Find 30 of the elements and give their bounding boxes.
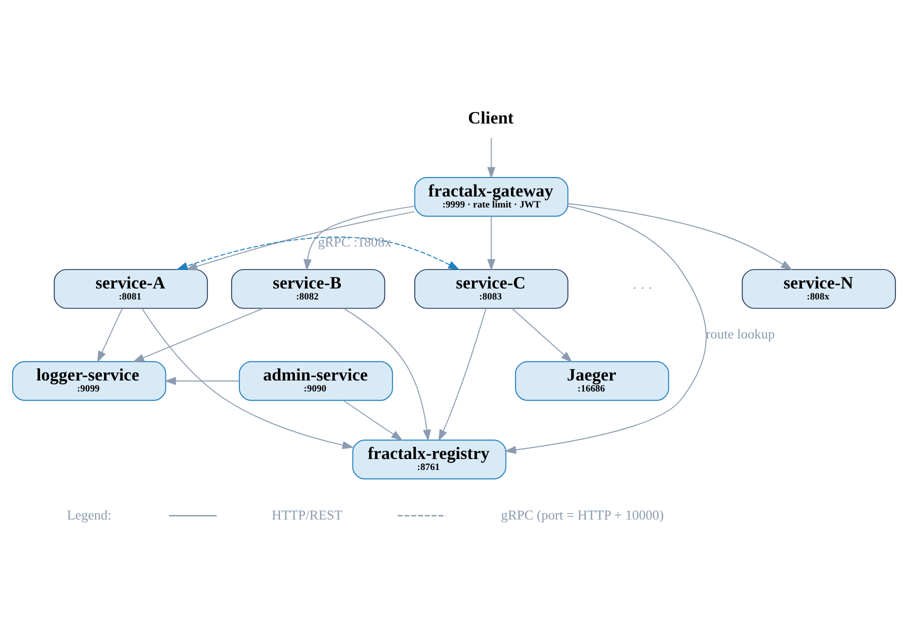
arrow [97,308,123,363]
edge-label: gRPC :1808x [318,234,392,250]
node-box: fractalx-registry :8761 [352,440,506,480]
label: · · · [632,280,653,296]
node-box: admin-service :9090 [238,361,393,401]
node-box: service-B :8082 [231,269,386,309]
legend-label: HTTP/REST [272,507,343,522]
arrow [438,308,486,442]
arrow [568,203,793,270]
node-box: service-N :808x [742,269,896,309]
arrow [342,400,403,441]
node-box: Jaeger :16686 [515,361,670,401]
arrow [304,206,415,271]
node-box: logger-service :9099 [12,361,166,401]
node-box: service-C :8083 [414,269,568,309]
node-box: service-A :8081 [54,269,208,309]
arrow [142,308,354,450]
node-text: Client [468,108,514,128]
arrow [504,206,707,454]
arrow [176,236,460,270]
arrow [487,137,496,179]
arrow [343,308,431,442]
legend-label: gRPC (port = HTTP + 10000) [501,507,664,522]
node-box: fractalx-gateway :9999 · rate limit · JWT [414,177,568,217]
arrow [186,211,415,270]
arrow [132,308,264,362]
arrow [511,308,573,363]
arrow [164,376,240,386]
label: Legend: [66,507,112,522]
arrow [487,216,496,271]
